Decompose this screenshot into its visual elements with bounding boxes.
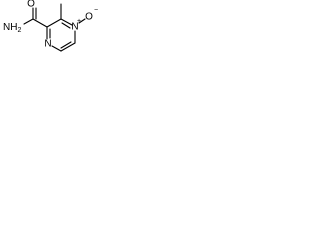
molecule-structure: O NH2 N + O − N [3,0,98,52]
carboxamide-bond [32,18,48,28]
ring-bond-c5-c6 [60,42,76,52]
ring-bond-c5-c6-double [60,41,72,49]
n-plus-charge: + [77,18,81,25]
n-oxide-oxygen-label: O [85,12,93,23]
ring-bond-c2-c3 [46,18,62,28]
carbonyl-oxygen-label: O [27,0,35,10]
ring-nitrogen-bottom-label: N [44,39,51,50]
o-minus-charge: − [94,7,98,14]
amide-n-bond [23,18,34,25]
ring-nitrogen-top-label: N [71,22,78,33]
ring-bond-c6-n1 [51,45,62,52]
ring-bond-c3-n4 [60,18,73,26]
amide-nitrogen-label: NH2 [3,22,21,34]
pyrazine-ring [46,18,76,52]
ring-bond-c3-n4-double [61,22,71,29]
amide-nitrogen-group: NH2 [3,22,21,34]
amide-h-subscript: 2 [17,27,21,34]
amide-nh-text: NH [3,22,17,33]
n-oxide-bond [78,18,86,24]
